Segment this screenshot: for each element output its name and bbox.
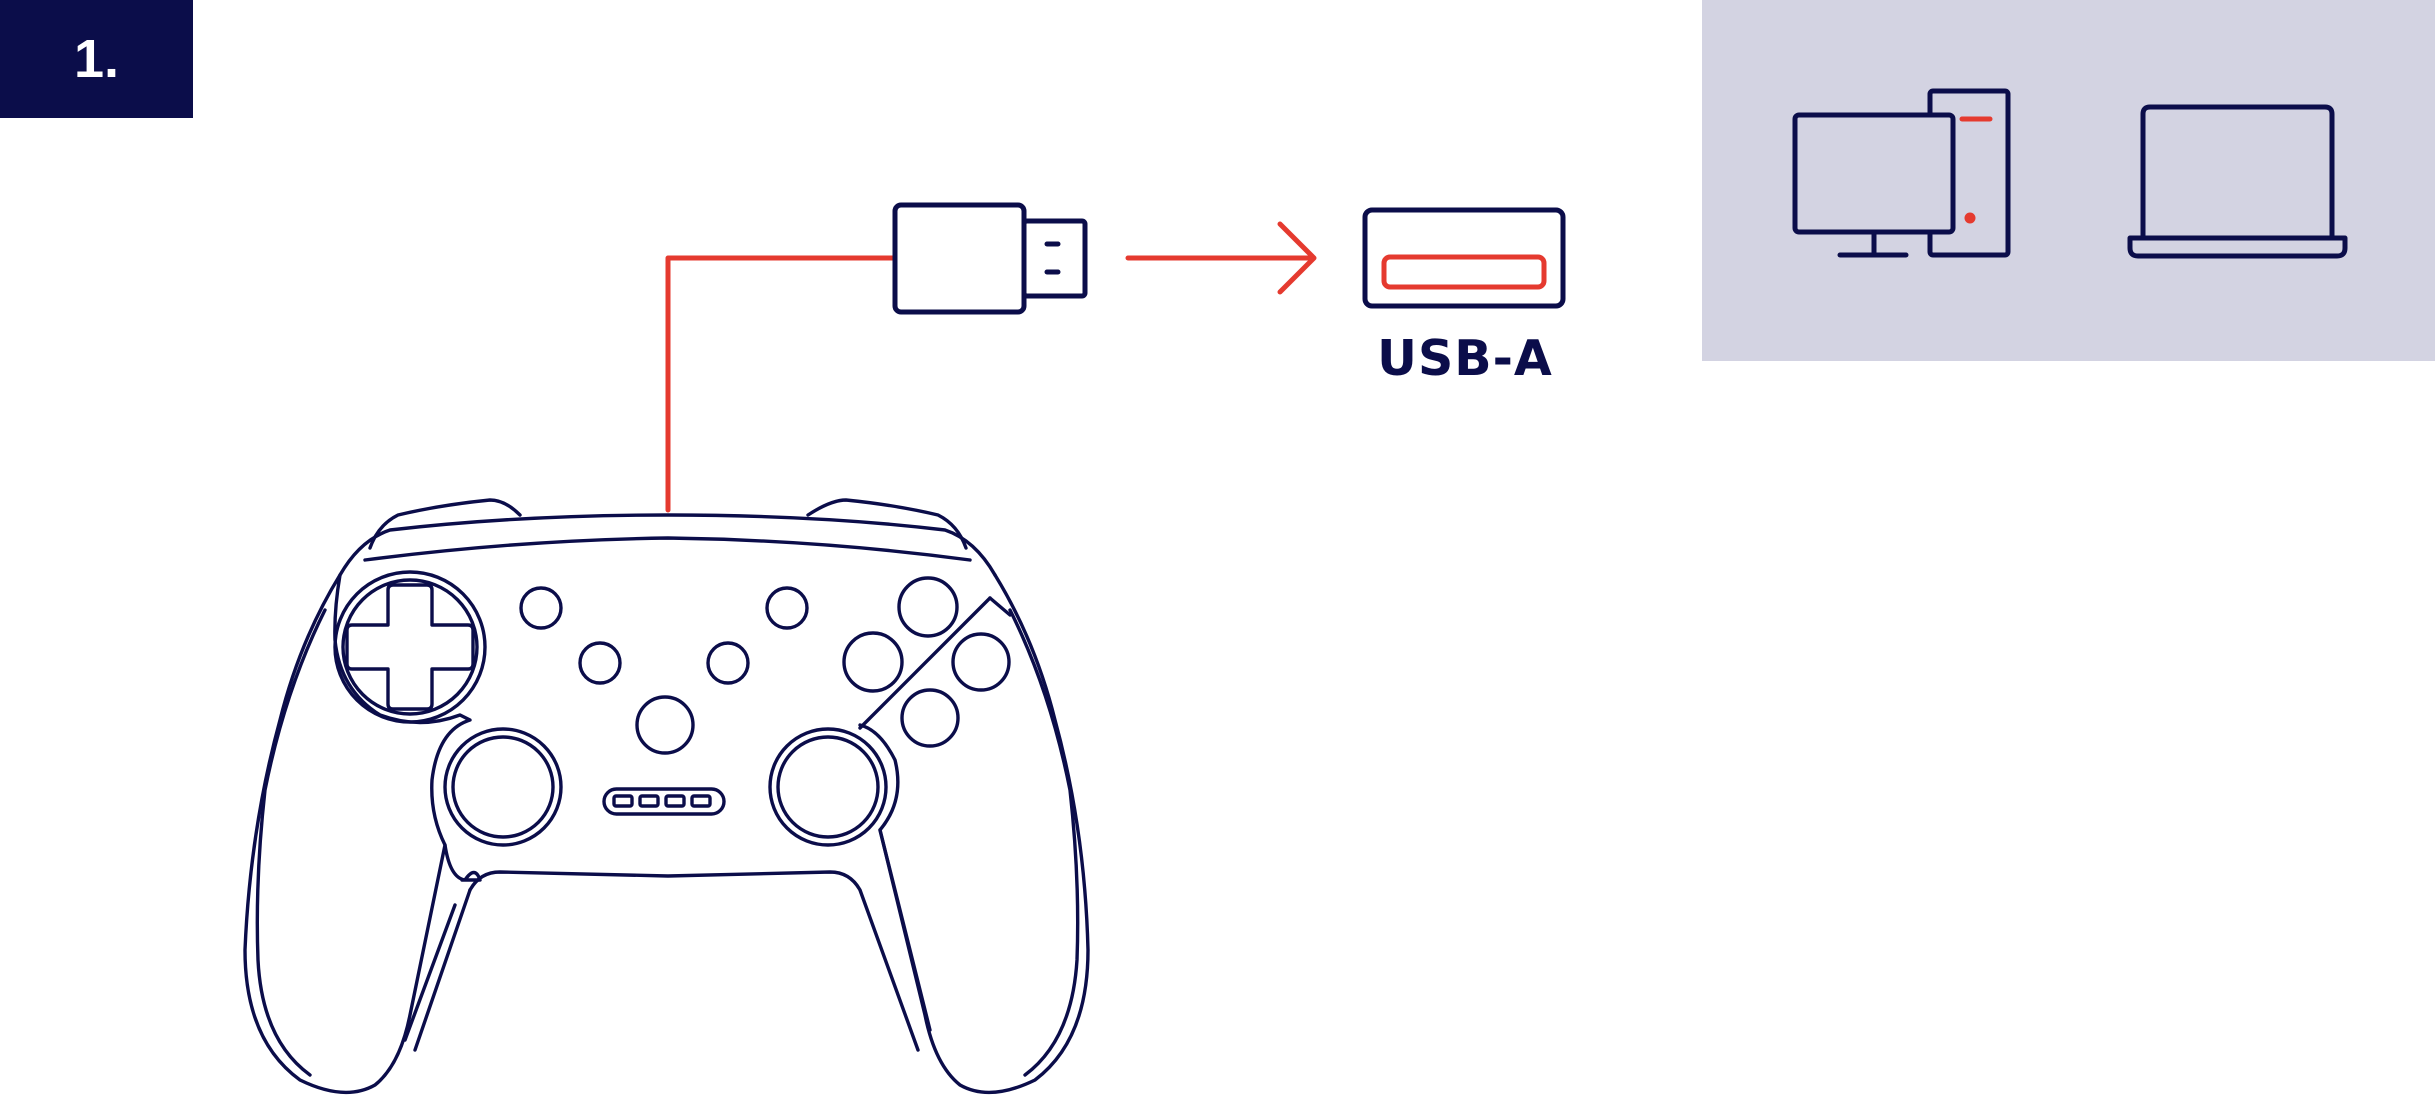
laptop-icon [2127, 104, 2348, 259]
usb-dongle-icon [892, 202, 1088, 315]
gamepad-icon [243, 498, 1090, 1095]
usb-cable [665, 255, 898, 513]
desktop-pc-icon [1792, 88, 2011, 258]
usb-a-port-icon [1362, 207, 1566, 309]
arrow-right-icon [1125, 221, 1317, 295]
usb-a-label: USB-A [1377, 330, 1553, 387]
step-number-badge: 1. [0, 0, 193, 118]
